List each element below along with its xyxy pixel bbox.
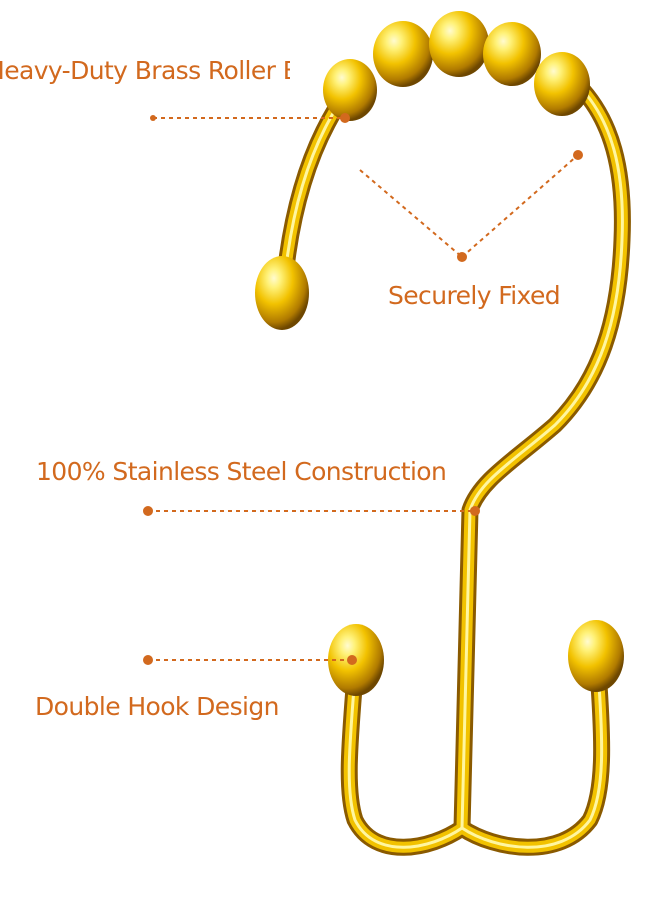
label-stainless-steel: 100% Stainless Steel Construction [36, 457, 447, 486]
hook-ball-right [568, 620, 624, 692]
label-roller-balls: Heavy-Duty Brass Roller B [0, 56, 290, 85]
roller-ball [373, 21, 433, 87]
label-roller-balls-text: Heavy-Duty Brass Roller B [0, 56, 290, 85]
roller-ball [483, 22, 541, 86]
end-ball-left [255, 256, 309, 330]
label-securely-fixed: Securely Fixed [388, 281, 561, 310]
roller-balls [323, 11, 590, 121]
leader-lines [148, 117, 579, 661]
roller-ball [534, 52, 590, 116]
label-double-hook: Double Hook Design [35, 692, 279, 721]
roller-ball [323, 59, 377, 121]
roller-ball [429, 11, 489, 77]
leader-dots [143, 113, 583, 665]
